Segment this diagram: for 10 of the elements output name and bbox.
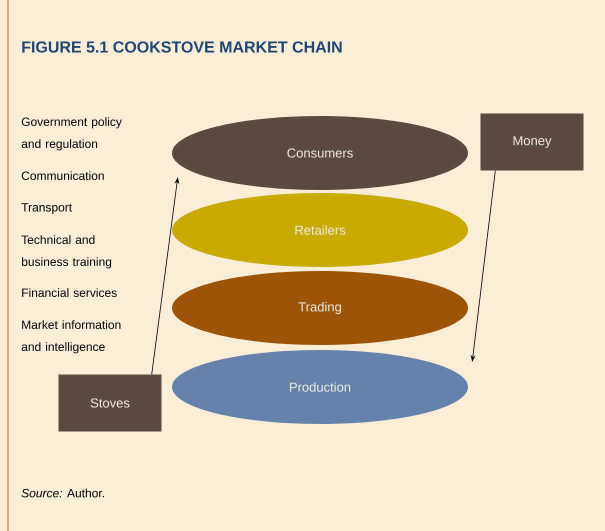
source-note: Source: Author. [22,488,104,498]
flow-box: Money [480,114,584,170]
factor-label: Technical and business training [21,235,112,268]
factor-label: Financial services [22,288,117,297]
factor-label: Communication [22,171,104,180]
factor-label: Market information and intelligence [22,320,120,354]
flow-box: Stoves [58,374,162,432]
figure-title: FIGURE 5.1 COOKSTOVE MARKET CHAIN [22,41,342,53]
factor-label: Government policy and regulation [22,117,122,150]
factor-label: Transport [21,203,72,214]
